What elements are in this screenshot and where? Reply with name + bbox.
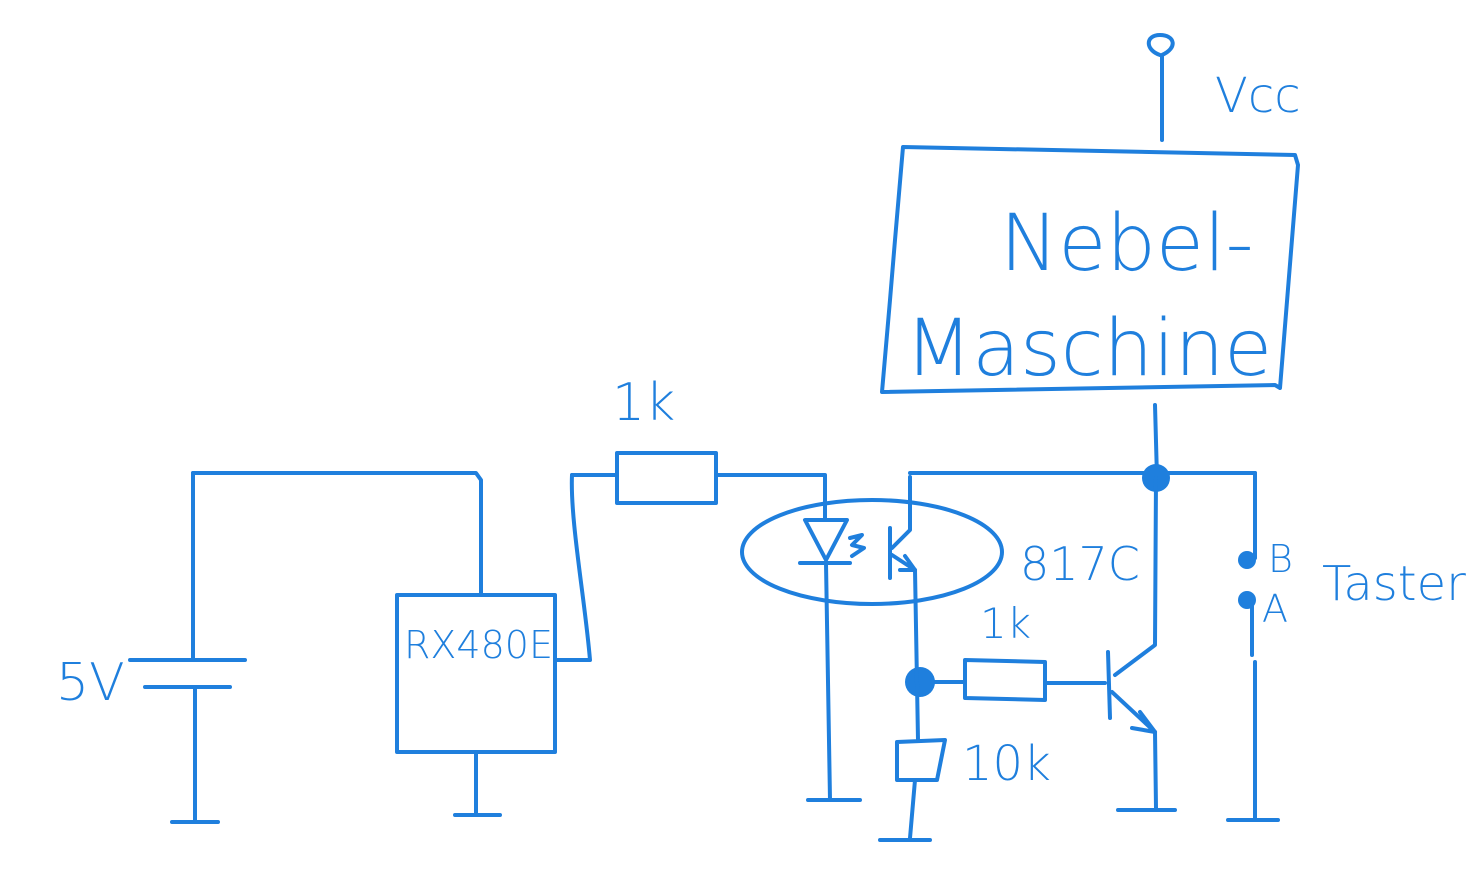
battery-label: 5V	[56, 653, 125, 713]
led-diode-icon	[803, 518, 849, 562]
npn-transistor	[1106, 476, 1177, 812]
machine-label-line1: Nebel-	[1000, 199, 1254, 289]
button-taster	[1226, 471, 1280, 822]
machine-label-line2: Maschine	[905, 304, 1272, 394]
fog-machine-box: Nebel- Maschine	[880, 145, 1300, 394]
input-resistor	[553, 451, 718, 662]
base-resistor	[918, 658, 1107, 702]
button-b-label: B	[1268, 537, 1293, 581]
optocoupler	[716, 473, 1004, 802]
pulldown-resistor	[878, 568, 947, 842]
base-resistor-label: 1k	[980, 599, 1031, 648]
button-a-label: A	[1262, 587, 1288, 631]
input-resistor-label: 1k	[612, 373, 675, 433]
emitter-node	[905, 667, 935, 697]
battery-5v	[128, 471, 247, 824]
pulldown-resistor-label: 10k	[962, 736, 1051, 792]
vcc-label: Vcc	[1215, 68, 1301, 124]
receiver-module: RX480E	[191, 471, 557, 817]
optocoupler-label: 817C	[1020, 537, 1140, 591]
contact-b	[1238, 551, 1256, 569]
light-arrows-icon	[848, 533, 866, 558]
button-label: Taster	[1322, 556, 1466, 612]
receiver-label: RX480E	[404, 623, 553, 667]
vcc-terminal	[1146, 33, 1175, 142]
